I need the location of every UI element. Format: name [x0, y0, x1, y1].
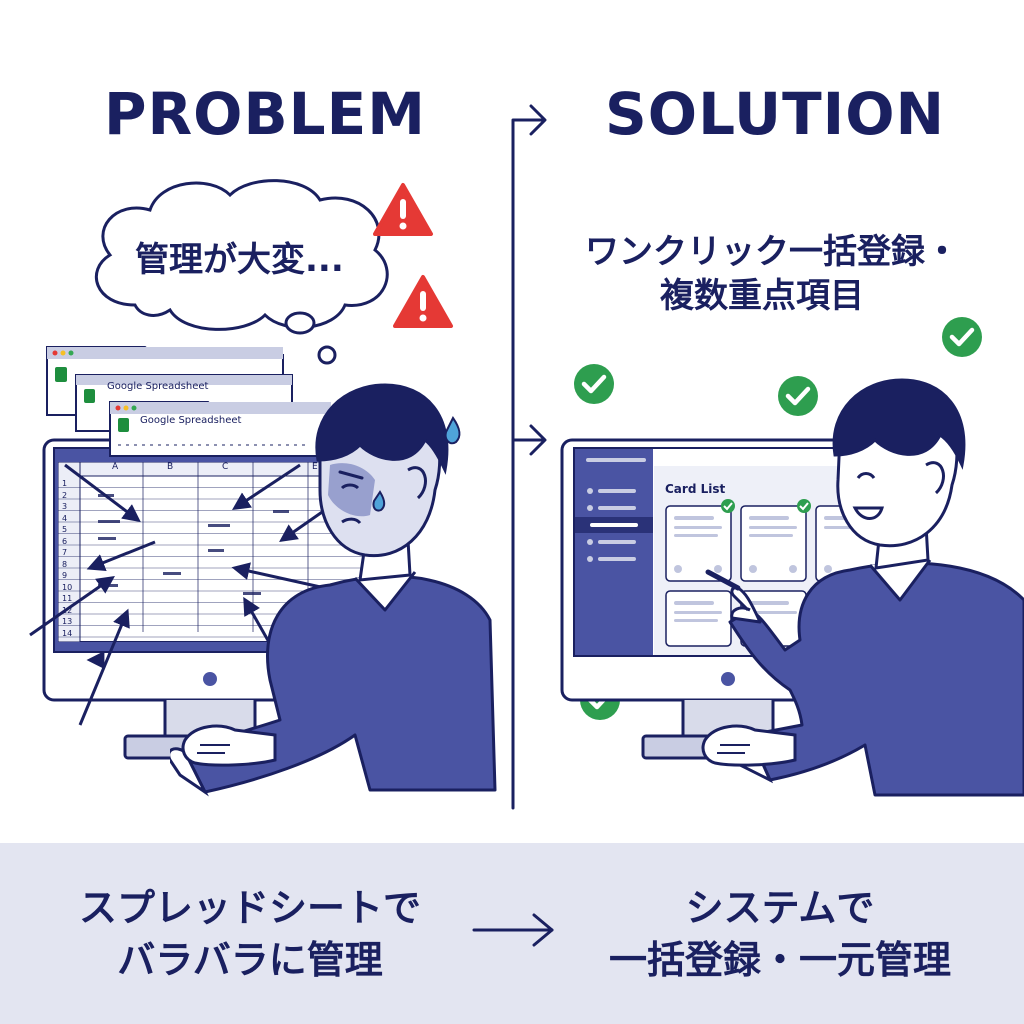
check-circle-icon [574, 364, 614, 404]
sheet-row-number: 7 [62, 548, 68, 557]
warning-triangle-icon [393, 275, 453, 328]
bottom-summary-band [0, 843, 1024, 1024]
bottom-left-line2: バラバラに管理 [117, 938, 383, 982]
warning-triangle-icon [373, 183, 433, 236]
problem-heading: PROBLEM [104, 80, 426, 148]
solution-heading: SOLUTION [605, 80, 946, 148]
sheet-col-e: E [312, 462, 318, 472]
bottom-left-caption: スプレッドシートで バラバラに管理 [30, 882, 470, 986]
app-title: Card List [665, 482, 726, 496]
sheet-row-number: 8 [62, 559, 68, 569]
sheet-row-number: 5 [62, 525, 68, 534]
sheet-col-a: A [112, 462, 119, 472]
sheet-row-number: 13 [62, 617, 73, 626]
spreadsheet-window-front [109, 401, 332, 457]
sheet-row-number: 10 [62, 582, 73, 592]
sheet-row-number: 9 [62, 571, 68, 580]
sheet-row-number: 4 [62, 513, 68, 523]
sheet-col-c: C [222, 462, 229, 472]
check-circle-icon [778, 376, 818, 416]
thought-bubble-text: 管理が大変... [135, 240, 344, 280]
check-circle-icon [942, 317, 982, 357]
bottom-right-caption: システムで 一括登録・一元管理 [560, 882, 1000, 986]
window-title-front: Google Spreadsheet [140, 415, 242, 426]
sheet-row-number: 14 [62, 628, 73, 638]
bottom-right-line2: 一括登録・一元管理 [608, 938, 951, 982]
sheet-col-b: B [167, 462, 174, 472]
feature-text-line1: ワンクリック一括登録・ [585, 232, 959, 272]
sheet-row-number: 1 [62, 479, 68, 488]
sheet-row-number: 3 [62, 502, 68, 511]
bottom-right-line1: システムで [685, 886, 875, 930]
right-keyboard-hand [701, 724, 797, 767]
sheet-row-number: 2 [62, 490, 68, 500]
happy-person [705, 378, 1024, 797]
sheet-row-number: 11 [62, 594, 73, 603]
window-title-middle: Google Spreadsheet [107, 381, 209, 392]
center-divider [511, 104, 547, 810]
feature-text-line2: 複数重点項目 [660, 276, 864, 316]
bottom-left-line1: スプレッドシートで [78, 886, 421, 930]
sheet-row-number: 6 [62, 536, 68, 546]
thought-bubble [94, 179, 389, 365]
bottom-arrow-icon [472, 913, 554, 947]
chaos-arrows [29, 463, 326, 726]
left-keyboard-hand [181, 724, 277, 767]
